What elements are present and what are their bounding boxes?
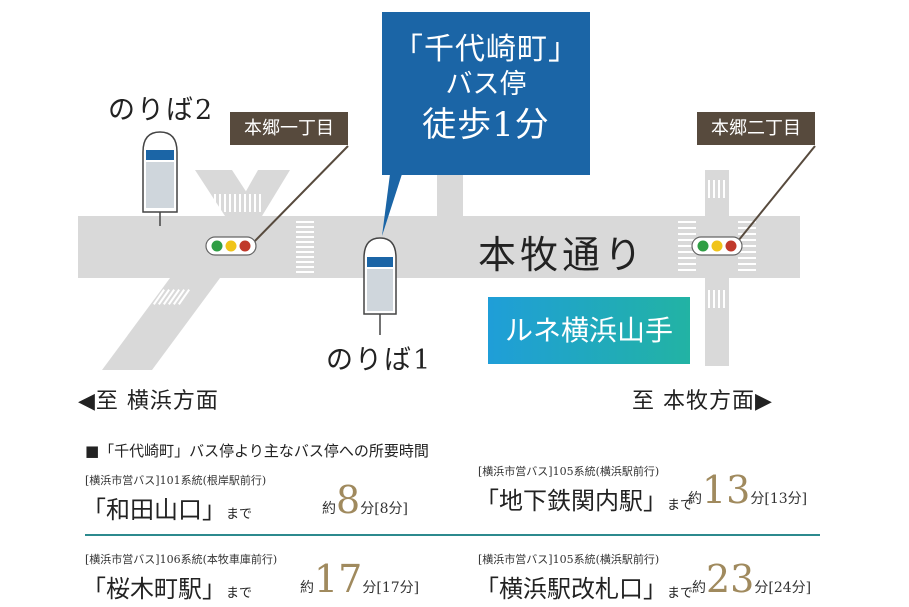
callout-bus-stop: バス停 — [445, 69, 527, 100]
side-road-center — [437, 175, 463, 217]
bus-stop-sign-1 — [363, 237, 397, 335]
callout-walk-time: 徒歩1分 — [422, 105, 550, 145]
branch-road-lower-left — [102, 278, 220, 370]
leader-line-left — [249, 145, 349, 247]
traffic-signal-right — [691, 236, 743, 256]
route-label: [横浜市営バス]101系統(根岸駅前行) — [85, 474, 267, 487]
destination-stop: 「横浜駅改札口」まで — [475, 575, 694, 603]
travel-time: 約17分[17分] — [300, 557, 420, 601]
callout-pointer — [382, 174, 402, 236]
destination-stop: 「和田山口」まで — [82, 496, 253, 524]
intersection-tag-left: 本郷一丁目 — [230, 112, 348, 145]
leader-line-right — [733, 145, 816, 247]
route-label: [横浜市営バス]106系統(本牧車庫前行) — [85, 553, 278, 566]
schedule-divider — [85, 534, 820, 536]
destination-stop: 「地下鉄関内駅」まで — [475, 487, 694, 515]
traffic-signal-left — [205, 236, 257, 256]
destination-stop: 「桜木町駅」まで — [82, 575, 253, 603]
property-marker: ルネ横浜山手 — [488, 297, 690, 364]
bus-stop-callout: 「千代崎町」 バス停 徒歩1分 — [382, 12, 590, 175]
travel-time: 約23分[24分] — [692, 557, 812, 601]
route-label: [横浜市営バス]105系統(横浜駅前行) — [478, 553, 660, 566]
schedule-heading: ■「千代崎町」バス停より主なバス停への所要時間 — [85, 442, 429, 460]
bus-stop-sign-2 — [142, 131, 178, 226]
direction-right: 至 本牧方面▶ — [632, 389, 773, 414]
callout-stop-name: 「千代崎町」 — [393, 32, 579, 67]
bus-stop-label-1: のりば1 — [326, 345, 433, 376]
route-label: [横浜市営バス]105系統(横浜駅前行) — [478, 465, 660, 478]
road-map — [78, 131, 816, 370]
travel-time: 約8分[8分] — [322, 478, 409, 522]
intersection-tag-right: 本郷二丁目 — [697, 112, 815, 145]
branch-road-right-top — [232, 170, 290, 216]
bus-stop-label-2: のりば2 — [108, 95, 215, 126]
direction-left: ◀至 横浜方面 — [78, 389, 219, 414]
cross-road-right — [705, 170, 729, 366]
crosswalks — [153, 180, 756, 308]
travel-time: 約13分[13分] — [688, 468, 808, 512]
road-name: 本牧通り — [478, 233, 647, 277]
